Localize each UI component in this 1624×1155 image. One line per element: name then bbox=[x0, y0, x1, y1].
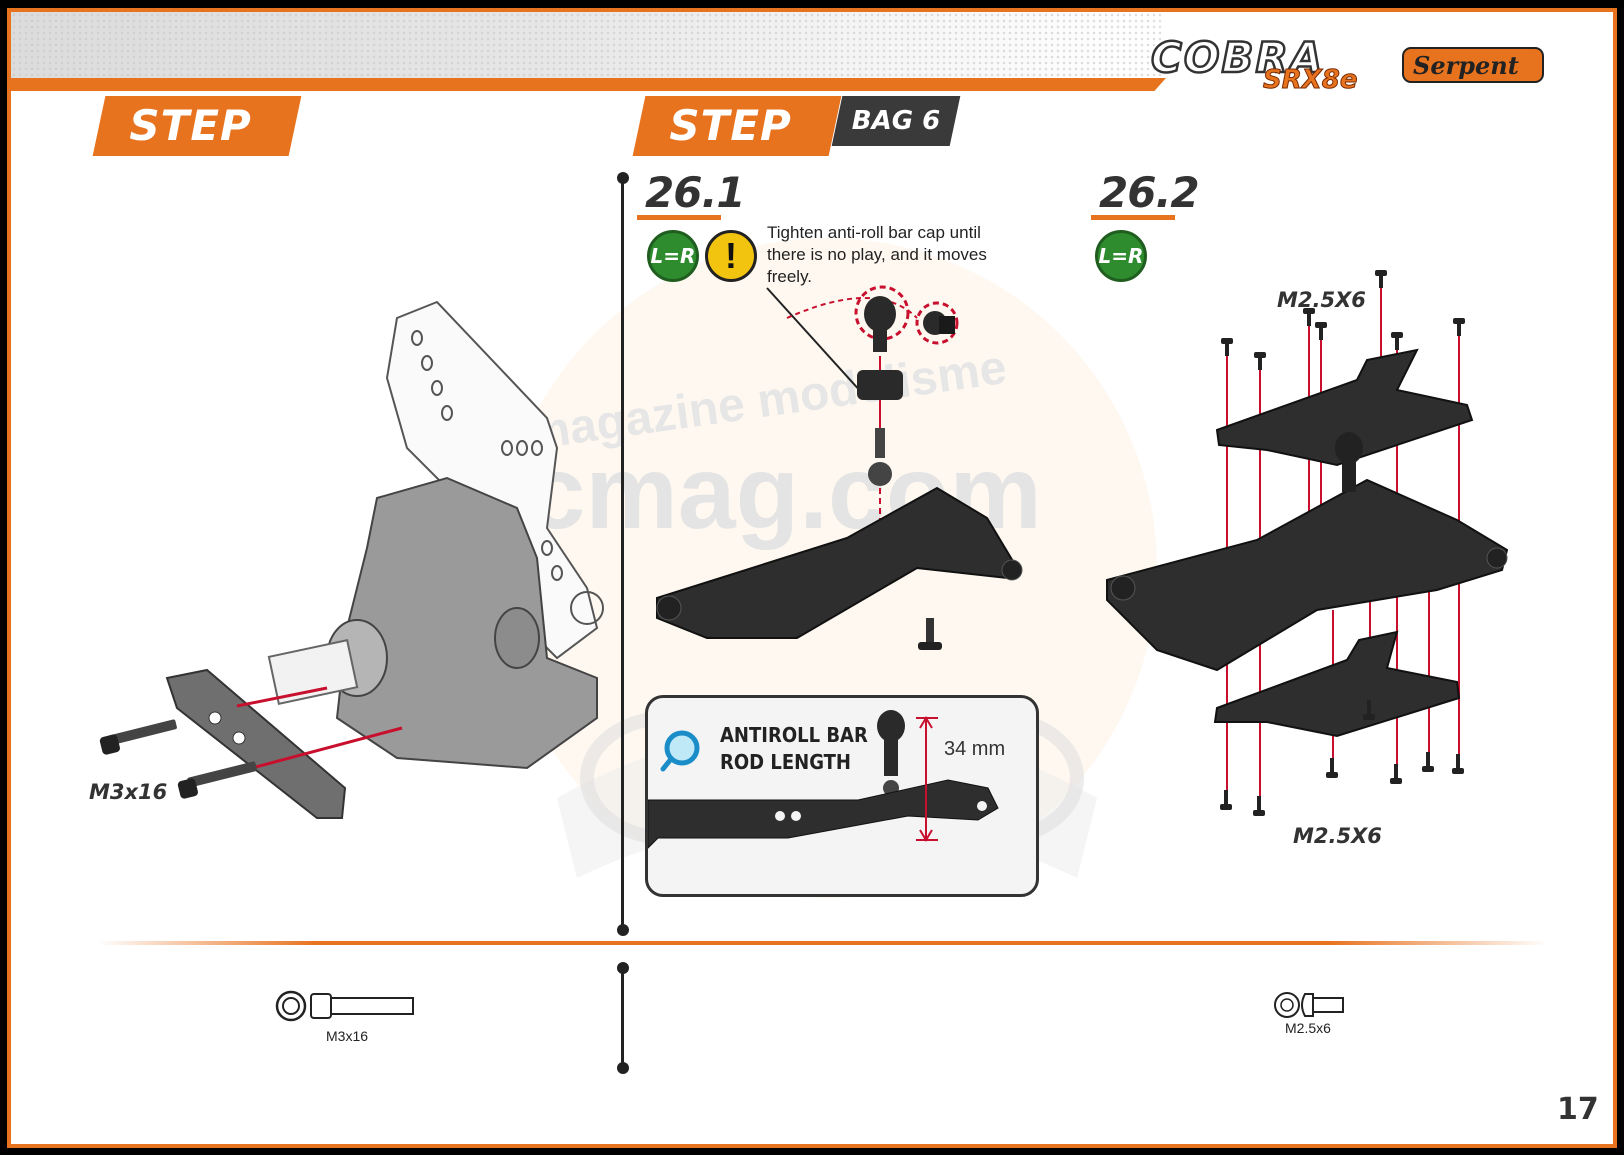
note-leader-line bbox=[766, 287, 863, 394]
antiroll-title: ANTIROLL BAR ROD LENGTH bbox=[720, 722, 868, 776]
substep-26-1-title: 26.1 bbox=[645, 168, 746, 217]
arm-mount bbox=[165, 668, 347, 819]
suspension-arm bbox=[656, 486, 1023, 639]
substep-26-2-underline bbox=[1091, 215, 1175, 220]
note-line-3: freely. bbox=[767, 267, 813, 286]
hardware-m3x16-label: M3x16 bbox=[326, 1028, 369, 1044]
ball-cup bbox=[864, 296, 896, 352]
antiroll-title-line-1: ANTIROLL BAR bbox=[720, 723, 868, 747]
substep-26-2-title: 26.2 bbox=[1099, 168, 1200, 217]
header-stripe bbox=[11, 78, 1166, 91]
suspension-arm-26-2 bbox=[1106, 432, 1509, 672]
guide-line-upper bbox=[236, 686, 328, 708]
antiroll-title-line-2: ROD LENGTH bbox=[720, 750, 852, 774]
maker-logo: Serpent bbox=[1402, 47, 1544, 83]
antiroll-ball-cup bbox=[877, 710, 905, 796]
gearbox-housing bbox=[267, 476, 598, 770]
step-25-tab: STEP 25 bbox=[92, 96, 302, 210]
divider-dot-top bbox=[617, 172, 629, 184]
step-25-screw-label: M3x16 bbox=[89, 780, 168, 804]
substep-26-1-underline bbox=[637, 215, 721, 220]
step-25-illustration bbox=[99, 300, 604, 819]
divider-dot-bottom bbox=[617, 924, 629, 936]
lr-badge-icon: L=R bbox=[647, 230, 699, 282]
highlight-ring-cap bbox=[915, 301, 959, 345]
screw-lower bbox=[177, 761, 257, 799]
ball-cap bbox=[923, 311, 955, 335]
hardware-separator bbox=[97, 941, 1547, 945]
hardware-m3x16-icon bbox=[275, 990, 414, 1022]
hardware-divider-dot-bottom bbox=[617, 1062, 629, 1074]
step-25-label: STEP 25 bbox=[129, 101, 252, 210]
antiroll-arm bbox=[648, 779, 999, 849]
screw-label-top: M2.5X6 bbox=[1277, 288, 1366, 312]
antiroll-detail-illustration bbox=[648, 710, 999, 849]
shock-tower bbox=[385, 300, 604, 660]
antiroll-measure-text: 34 mm bbox=[944, 738, 1006, 760]
substep-26-1-illustration bbox=[656, 285, 1023, 650]
note-line-2: there is no play, and it moves bbox=[767, 245, 987, 264]
screws-bottom bbox=[1220, 700, 1464, 816]
hardware-m2-5x6-icon bbox=[1274, 992, 1344, 1018]
warning-icon: ! bbox=[705, 230, 757, 282]
substep-26-2-illustration bbox=[1106, 270, 1509, 816]
screws-top bbox=[1221, 270, 1465, 370]
antiroll-detail-box: ANTIROLL BAR ROD LENGTH 34 mm bbox=[645, 695, 1039, 897]
page-number: 17 bbox=[1557, 1092, 1599, 1127]
lr-badge-icon: L=R bbox=[1095, 230, 1147, 282]
hardware-m2-5x6-label: M2.5x6 bbox=[1285, 1020, 1331, 1036]
step-26-tab: STEP 26 bbox=[632, 96, 842, 210]
header-band bbox=[11, 12, 1161, 84]
bag-tab: BAG 6 bbox=[831, 96, 961, 146]
section-divider bbox=[621, 178, 624, 930]
hardware-divider-dot-top bbox=[617, 962, 629, 974]
brand-logo-text: COBRA bbox=[1151, 33, 1324, 82]
magnifier-icon bbox=[660, 730, 700, 772]
manual-page: COBRA SRX8e Serpent STEP 25 STEP 26 BAG … bbox=[7, 8, 1617, 1148]
screw-upper bbox=[99, 719, 177, 755]
bottom-plate bbox=[1213, 630, 1461, 738]
top-plate bbox=[1215, 348, 1474, 467]
note-line-1: Tighten anti-roll bar cap until bbox=[767, 223, 981, 242]
maker-logo-text: Serpent bbox=[1413, 51, 1519, 80]
flange-nut bbox=[857, 370, 903, 400]
bag-label: BAG 6 bbox=[851, 106, 941, 136]
guide-line-lower bbox=[251, 726, 403, 770]
ball-stud bbox=[868, 428, 892, 486]
substep-26-1-note: Tighten anti-roll bar cap until there is… bbox=[767, 222, 987, 288]
brand-model-text: SRX8e bbox=[1263, 65, 1358, 94]
screw-label-bottom: M2.5X6 bbox=[1293, 824, 1382, 848]
brand-logo: COBRA SRX8e bbox=[1150, 32, 1358, 94]
arm-screw bbox=[918, 618, 942, 650]
hardware-divider bbox=[621, 968, 624, 1068]
